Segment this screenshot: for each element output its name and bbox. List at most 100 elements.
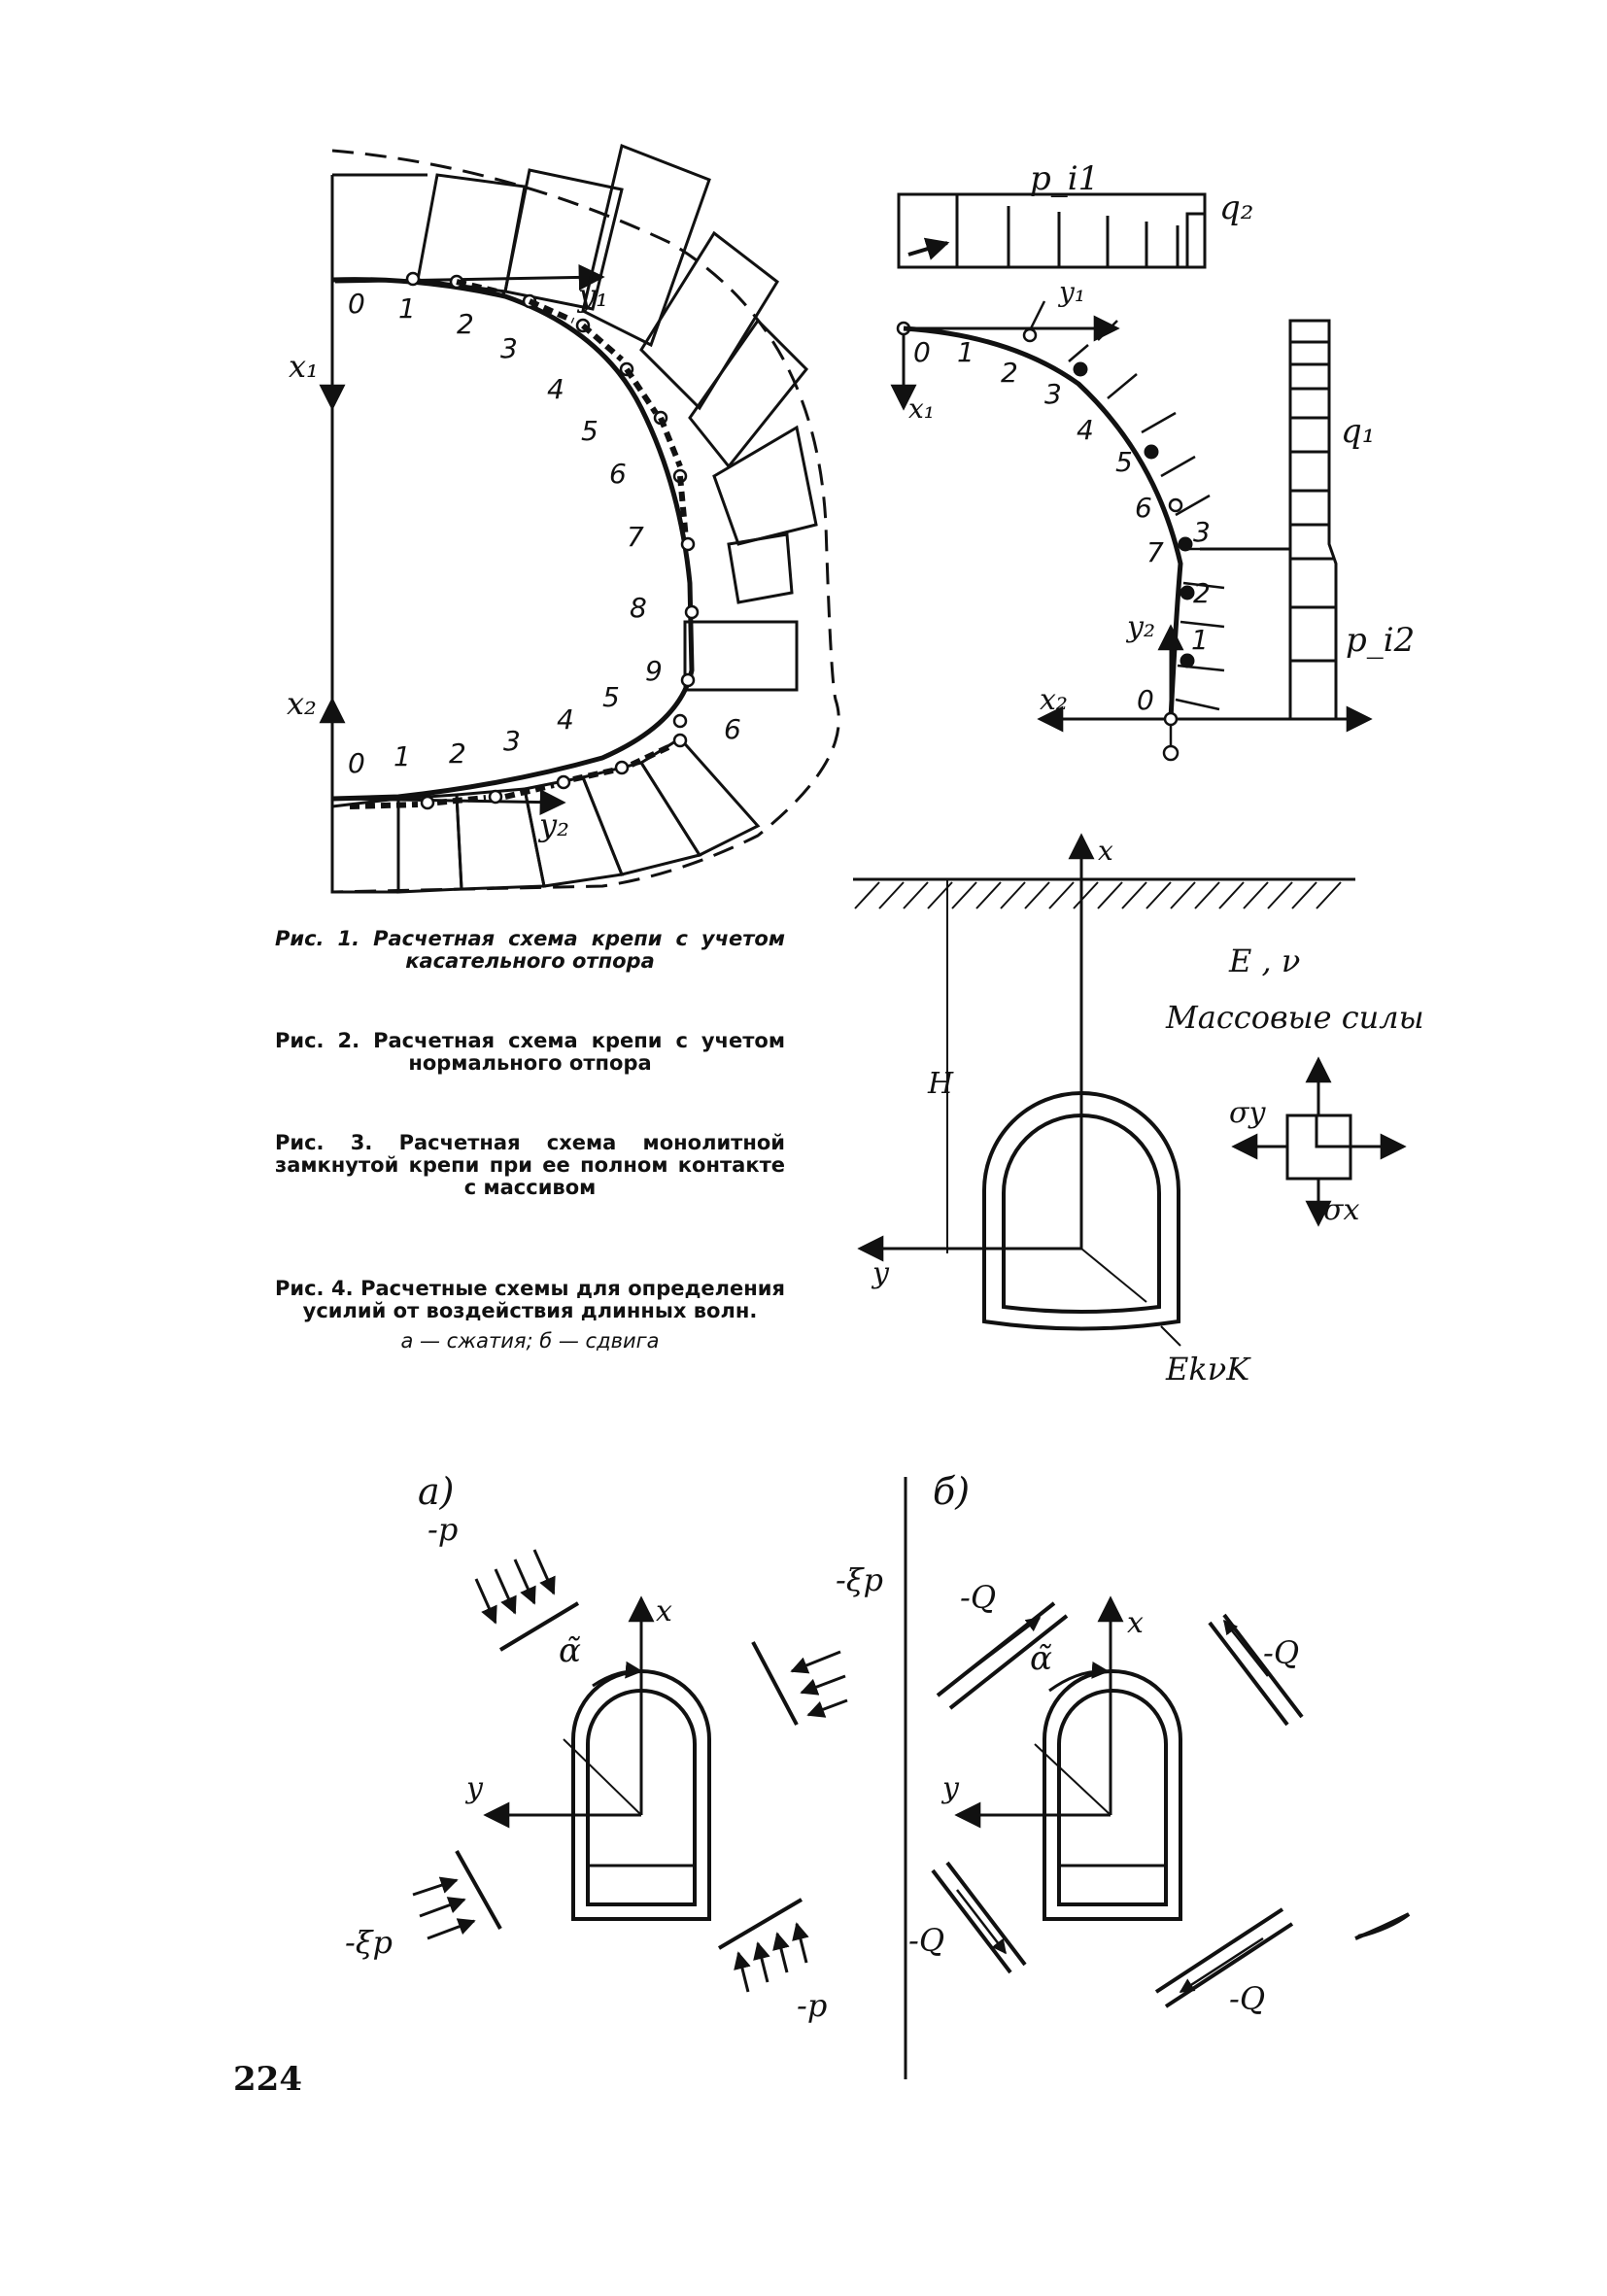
fig2-label-y1: y₁	[1057, 276, 1085, 308]
caption-fig2: Рис. 2. Расчетная схема крепи с учетом н…	[275, 1030, 785, 1075]
caption-fig2-title: Расчетная схема крепи с учетом нормально…	[373, 1029, 785, 1075]
fig4b-scribble-mark	[1354, 1912, 1411, 1940]
fig1-node-l0: 0	[348, 747, 365, 779]
fig4a-plate-top-right	[751, 1641, 799, 1726]
fig4a-label-y: y	[464, 1771, 484, 1805]
fig3-radius	[1080, 1248, 1147, 1303]
fig2-node-l0: 0	[1137, 684, 1154, 716]
fig2-label-y2: y₂	[1125, 610, 1155, 644]
fig4b-label-top-left: -Q	[960, 1579, 996, 1616]
fig2-node-u3: 3	[1044, 378, 1062, 410]
fig4b-label-top-right: -Q	[1263, 1634, 1299, 1671]
fig4b-shear-top-right	[1208, 1613, 1304, 1727]
fig4b-lining-outer	[1043, 1669, 1182, 1921]
fig3-label-body-forces: Массовые силы	[1165, 999, 1424, 1036]
fig3-ground-hatch	[854, 881, 1342, 909]
fig1-node-l2: 2	[449, 737, 466, 770]
fig4a-angle-arc	[592, 1661, 643, 1688]
fig4b-angle-arc	[1048, 1661, 1110, 1693]
fig2-top-load-diagram	[897, 192, 1207, 269]
fig1-labels: x₁ y₁ x₂ y₂ 0 1 2 3 4 5 6 7 8 9 0 1 2 3 …	[287, 277, 741, 843]
fig2-label-q2: q₂	[1219, 188, 1253, 227]
fig1-axis-y1	[334, 263, 605, 291]
figure-4a-compression	[412, 1549, 848, 1993]
fig4a-label-x: x	[656, 1594, 672, 1628]
fig3-label-e-nu: E , ν	[1228, 942, 1300, 979]
fig2-label-p-i1: p_i1	[1030, 159, 1099, 198]
fig1-lower-node-labels: 0 1 2 3 4 5 6	[348, 681, 741, 779]
fig2-lower-node-labels: 0 1 2 3	[1137, 516, 1211, 716]
fig4a-plate-top-left	[498, 1601, 580, 1652]
fig1-node-l3: 3	[503, 725, 521, 757]
fig4a-direction	[563, 1738, 642, 1816]
figure-3-closed-lining-scheme	[853, 833, 1407, 1347]
caption-fig4: Рис. 4. Расчетные схемы для определения …	[275, 1278, 785, 1353]
fig1-dashed-contour	[331, 149, 840, 894]
fig2-node-u1: 1	[957, 336, 974, 368]
caption-fig1: Рис. 1. Расчетная схема крепи с учетом к…	[275, 928, 785, 973]
fig3-label-h: H	[927, 1067, 954, 1101]
fig1-node-l6: 6	[724, 713, 741, 745]
fig4b-lining-inner	[1057, 1689, 1168, 1906]
fig2-node-l3: 3	[1193, 516, 1211, 548]
fig4b-label-x: x	[1127, 1606, 1144, 1640]
fig1-node-l1: 1	[393, 740, 411, 772]
fig3-lining-inner	[1002, 1114, 1161, 1314]
fig1-node-u9: 9	[645, 655, 663, 687]
fig2-node-circles	[1022, 327, 1183, 762]
fig4b-shear-top-left	[936, 1601, 1069, 1710]
fig2-label-q1: q₁	[1341, 412, 1375, 451]
fig3-lining-leader	[1160, 1325, 1181, 1347]
fig4b-label-panel: б)	[933, 1470, 970, 1513]
fig3-label-sigma-y: σy	[1229, 1096, 1266, 1130]
fig4a-label-bottom-left: -ξp	[345, 1924, 393, 1961]
fig4-labels: а) -p -ξp -ξp -p x y α̃ б) -Q -Q -Q -Q x…	[345, 1470, 1299, 2024]
fig4a-arrows-bottom-right	[734, 1922, 809, 1993]
fig1-label-x2: x₂	[287, 685, 317, 722]
caption-fig3: Рис. 3. Расчетная схема монолитной замкн…	[275, 1132, 785, 1199]
fig4a-label-top-right: -ξp	[836, 1561, 883, 1598]
fig1-label-y2: y₂	[537, 806, 569, 843]
fig3-labels: x y H E , ν Массовые силы σy σx EkνK	[871, 835, 1424, 1388]
fig2-labels: p_i1 q₂ q₁ p_i2 y₁ x₁ x₂ y₂ 0 1 2 3 4 5 …	[908, 159, 1415, 717]
fig3-label-y: y	[871, 1256, 890, 1290]
fig3-label-sigma-x: σx	[1323, 1193, 1359, 1227]
fig1-links-lower	[349, 743, 672, 809]
caption-fig1-title: Расчетная схема крепи с учетом касательн…	[373, 927, 785, 973]
fig4a-label-panel: а)	[418, 1470, 454, 1513]
fig4a-plate-bottom-left	[455, 1850, 502, 1930]
figure-1-tangential-resistance-scheme	[319, 143, 840, 894]
fig4b-shear-bottom-right	[1154, 1907, 1294, 2008]
fig1-node-u6: 6	[609, 458, 627, 490]
fig2-node-u4: 4	[1077, 414, 1094, 446]
fig4b-label-bottom-right: -Q	[1229, 1980, 1265, 2017]
figure-2-normal-resistance-scheme	[890, 192, 1373, 762]
fig2-arch	[903, 326, 1183, 720]
fig1-lining-contour	[331, 277, 695, 802]
fig1-links-upper	[456, 279, 689, 540]
caption-fig4-legend: а — сжатия; б — сдвига	[400, 1329, 660, 1353]
caption-fig1-prefix: Рис. 1.	[275, 927, 360, 950]
fig1-node-u2: 2	[457, 308, 474, 340]
figure-4b-shear	[931, 1595, 1411, 2008]
fig1-upper-node-labels: 0 1 2 3 4 5 6 7 8 9	[348, 288, 663, 687]
caption-fig4-title: Расчетные схемы для определения усилий о…	[302, 1277, 785, 1322]
fig1-node-u0: 0	[348, 288, 365, 320]
fig1-node-l4: 4	[557, 703, 574, 736]
fig2-upper-node-labels: 0 1 2 3 4 5 6 7	[913, 336, 1164, 568]
page-number: 224	[233, 2060, 302, 2099]
fig2-spring-supports	[1028, 300, 1225, 748]
fig4a-plate-bottom-right	[717, 1898, 804, 1950]
fig4b-label-y: y	[940, 1771, 960, 1805]
fig1-label-y1: y₁	[576, 277, 608, 314]
fig4b-direction	[1034, 1743, 1111, 1816]
fig4a-label-bottom-right: -p	[797, 1987, 827, 2024]
fig1-node-u7: 7	[627, 521, 644, 553]
fig1-label-x1: x₁	[289, 348, 319, 385]
fig2-node-l2: 2	[1193, 577, 1211, 609]
fig2-label-p-i2: p_i2	[1346, 621, 1415, 660]
caption-fig2-prefix: Рис. 2.	[275, 1029, 360, 1052]
fig2-node-u6: 6	[1135, 492, 1152, 524]
fig4a-label-top-left: -p	[427, 1511, 458, 1548]
